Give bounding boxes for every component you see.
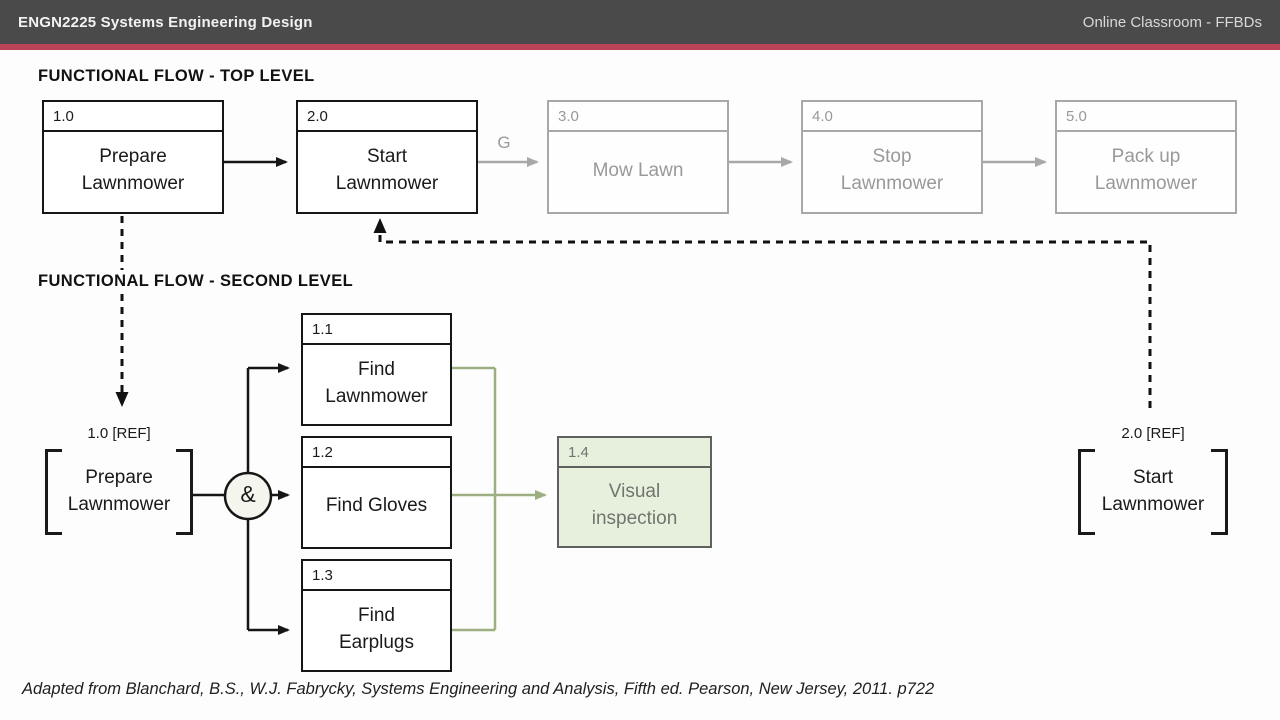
- fn-box-label: Start Lawnmower: [335, 146, 439, 194]
- fn-box-4-0: 4.0 Stop Lawnmower: [801, 100, 983, 214]
- fn-box-number: 2.0: [298, 102, 476, 132]
- fn-box-label: Find Earplugs: [339, 604, 414, 653]
- ref-node-id: 2.0 [REF]: [1121, 425, 1185, 442]
- fn-box-number: 1.1: [303, 315, 450, 345]
- fn-box-label: Visual inspection: [591, 481, 678, 529]
- ref-node-1-0: 1.0 [REF] Prepare Lawnmower: [45, 425, 193, 535]
- fn-box-label: Find Lawnmower: [325, 358, 428, 407]
- fn-box-2-0: 2.0 Start Lawnmower: [296, 100, 478, 214]
- decomposition-link-return: [373, 218, 1152, 408]
- fn-box-label: Pack up Lawnmower: [1094, 146, 1198, 194]
- right-bracket: [176, 449, 193, 535]
- and-gate-symbol: &: [240, 481, 256, 507]
- accent-bar: [0, 44, 1280, 50]
- fn-box-1-2: 1.2 Find Gloves: [301, 436, 452, 549]
- fn-box-label: Stop Lawnmower: [840, 146, 944, 194]
- fn-box-5-0: 5.0 Pack up Lawnmower: [1055, 100, 1237, 214]
- left-bracket: [1078, 449, 1095, 535]
- fn-box-number: 3.0: [549, 102, 727, 132]
- ref-node-label: Prepare Lawnmower: [67, 467, 171, 515]
- ref-node-brackets: Start Lawnmower: [1078, 449, 1228, 535]
- fn-box-label: Mow Lawn: [592, 159, 684, 181]
- left-bracket: [45, 449, 62, 535]
- right-bracket: [1211, 449, 1228, 535]
- fn-box-number: 1.3: [303, 561, 450, 591]
- fn-box-1-1: 1.1 Find Lawnmower: [301, 313, 452, 426]
- ref-node-2-0: 2.0 [REF] Start Lawnmower: [1078, 425, 1228, 535]
- course-title: ENGN2225 Systems Engineering Design: [18, 13, 313, 31]
- ref-node-id: 1.0 [REF]: [87, 425, 151, 442]
- source-citation: Adapted from Blanchard, B.S., W.J. Fabry…: [22, 680, 935, 698]
- fn-box-number: 1.0: [44, 102, 222, 132]
- header-bar: ENGN2225 Systems Engineering Design Onli…: [0, 0, 1280, 44]
- gate-output-label: G: [497, 133, 511, 152]
- fn-box-number: 5.0: [1057, 102, 1235, 132]
- fn-box-label: Find Gloves: [325, 495, 428, 517]
- fn-box-number: 1.2: [303, 438, 450, 468]
- ref-node-label: Start Lawnmower: [1101, 467, 1205, 515]
- fn-box-3-0: 3.0 Mow Lawn: [547, 100, 729, 214]
- fn-box-number: 1.4: [559, 438, 710, 468]
- heading-second-level: FUNCTIONAL FLOW - SECOND LEVEL: [38, 270, 360, 293]
- fn-box-1-0: 1.0 Prepare Lawnmower: [42, 100, 224, 214]
- and-gate-circle: [223, 471, 273, 521]
- heading-top-level: FUNCTIONAL FLOW - TOP LEVEL: [38, 65, 321, 88]
- fn-box-label: Prepare Lawnmower: [81, 146, 185, 194]
- header-subtitle: Online Classroom - FFBDs: [1082, 13, 1262, 31]
- fn-box-1-3: 1.3 Find Earplugs: [301, 559, 452, 672]
- fn-box-1-4: 1.4 Visual inspection: [557, 436, 712, 548]
- and-gate-wires: [193, 363, 290, 635]
- green-converge-wires: [452, 366, 547, 632]
- ref-node-brackets: Prepare Lawnmower: [45, 449, 193, 535]
- fn-box-number: 4.0: [803, 102, 981, 132]
